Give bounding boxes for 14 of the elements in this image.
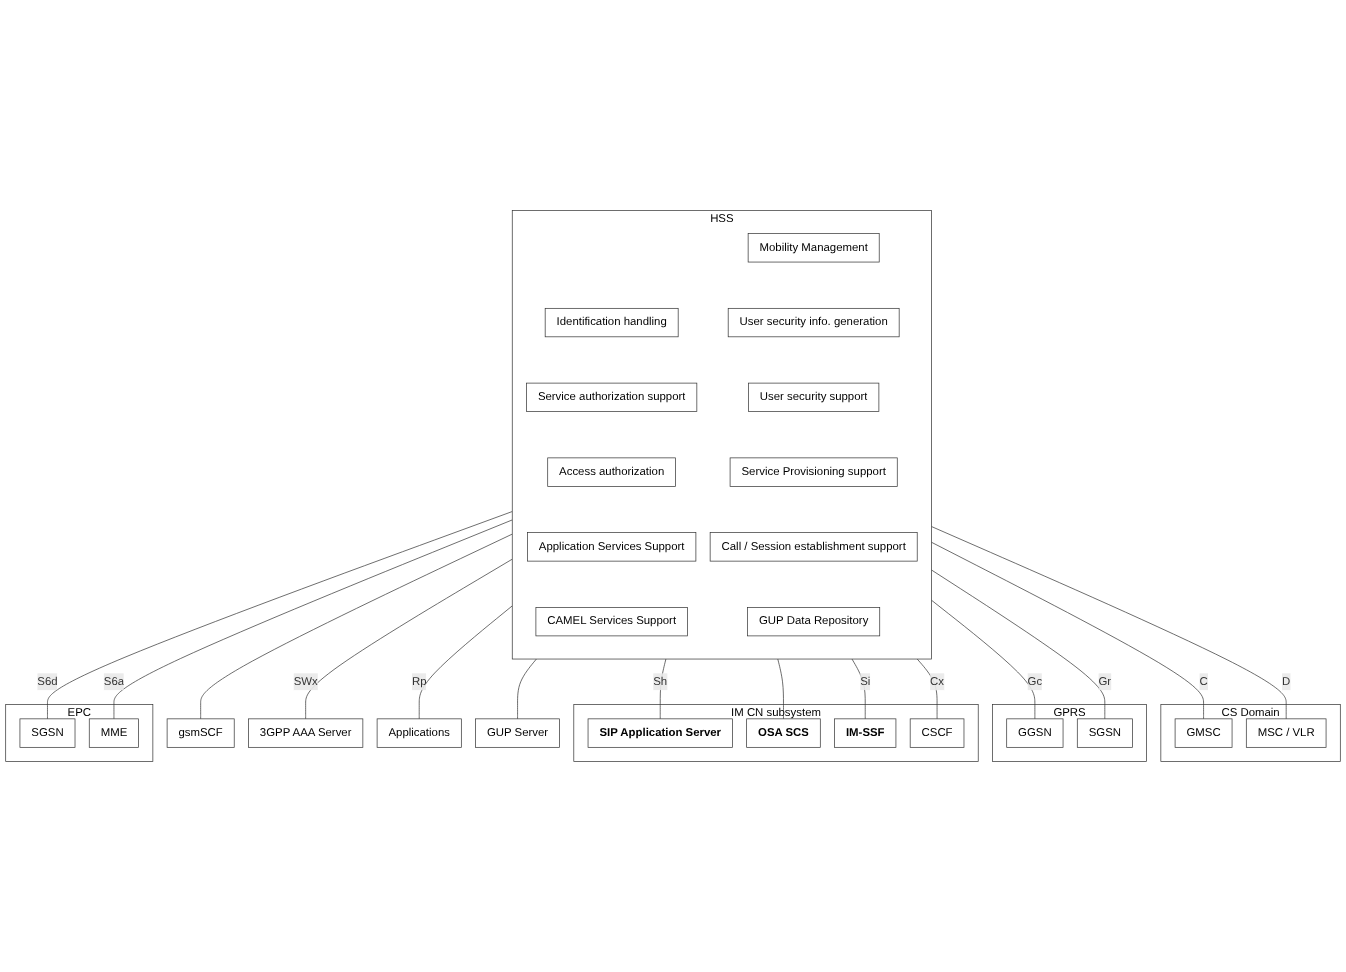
connector xyxy=(931,541,1204,720)
connector xyxy=(931,526,1287,720)
connector xyxy=(517,658,537,720)
connector xyxy=(851,658,866,720)
connector xyxy=(931,569,1106,720)
connector xyxy=(200,533,513,720)
connector xyxy=(113,519,513,720)
connector xyxy=(305,558,513,720)
connector xyxy=(47,511,513,720)
connector xyxy=(916,658,938,720)
connector xyxy=(931,599,1036,720)
connector xyxy=(418,605,513,720)
connector xyxy=(777,658,784,720)
connector xyxy=(659,658,667,720)
